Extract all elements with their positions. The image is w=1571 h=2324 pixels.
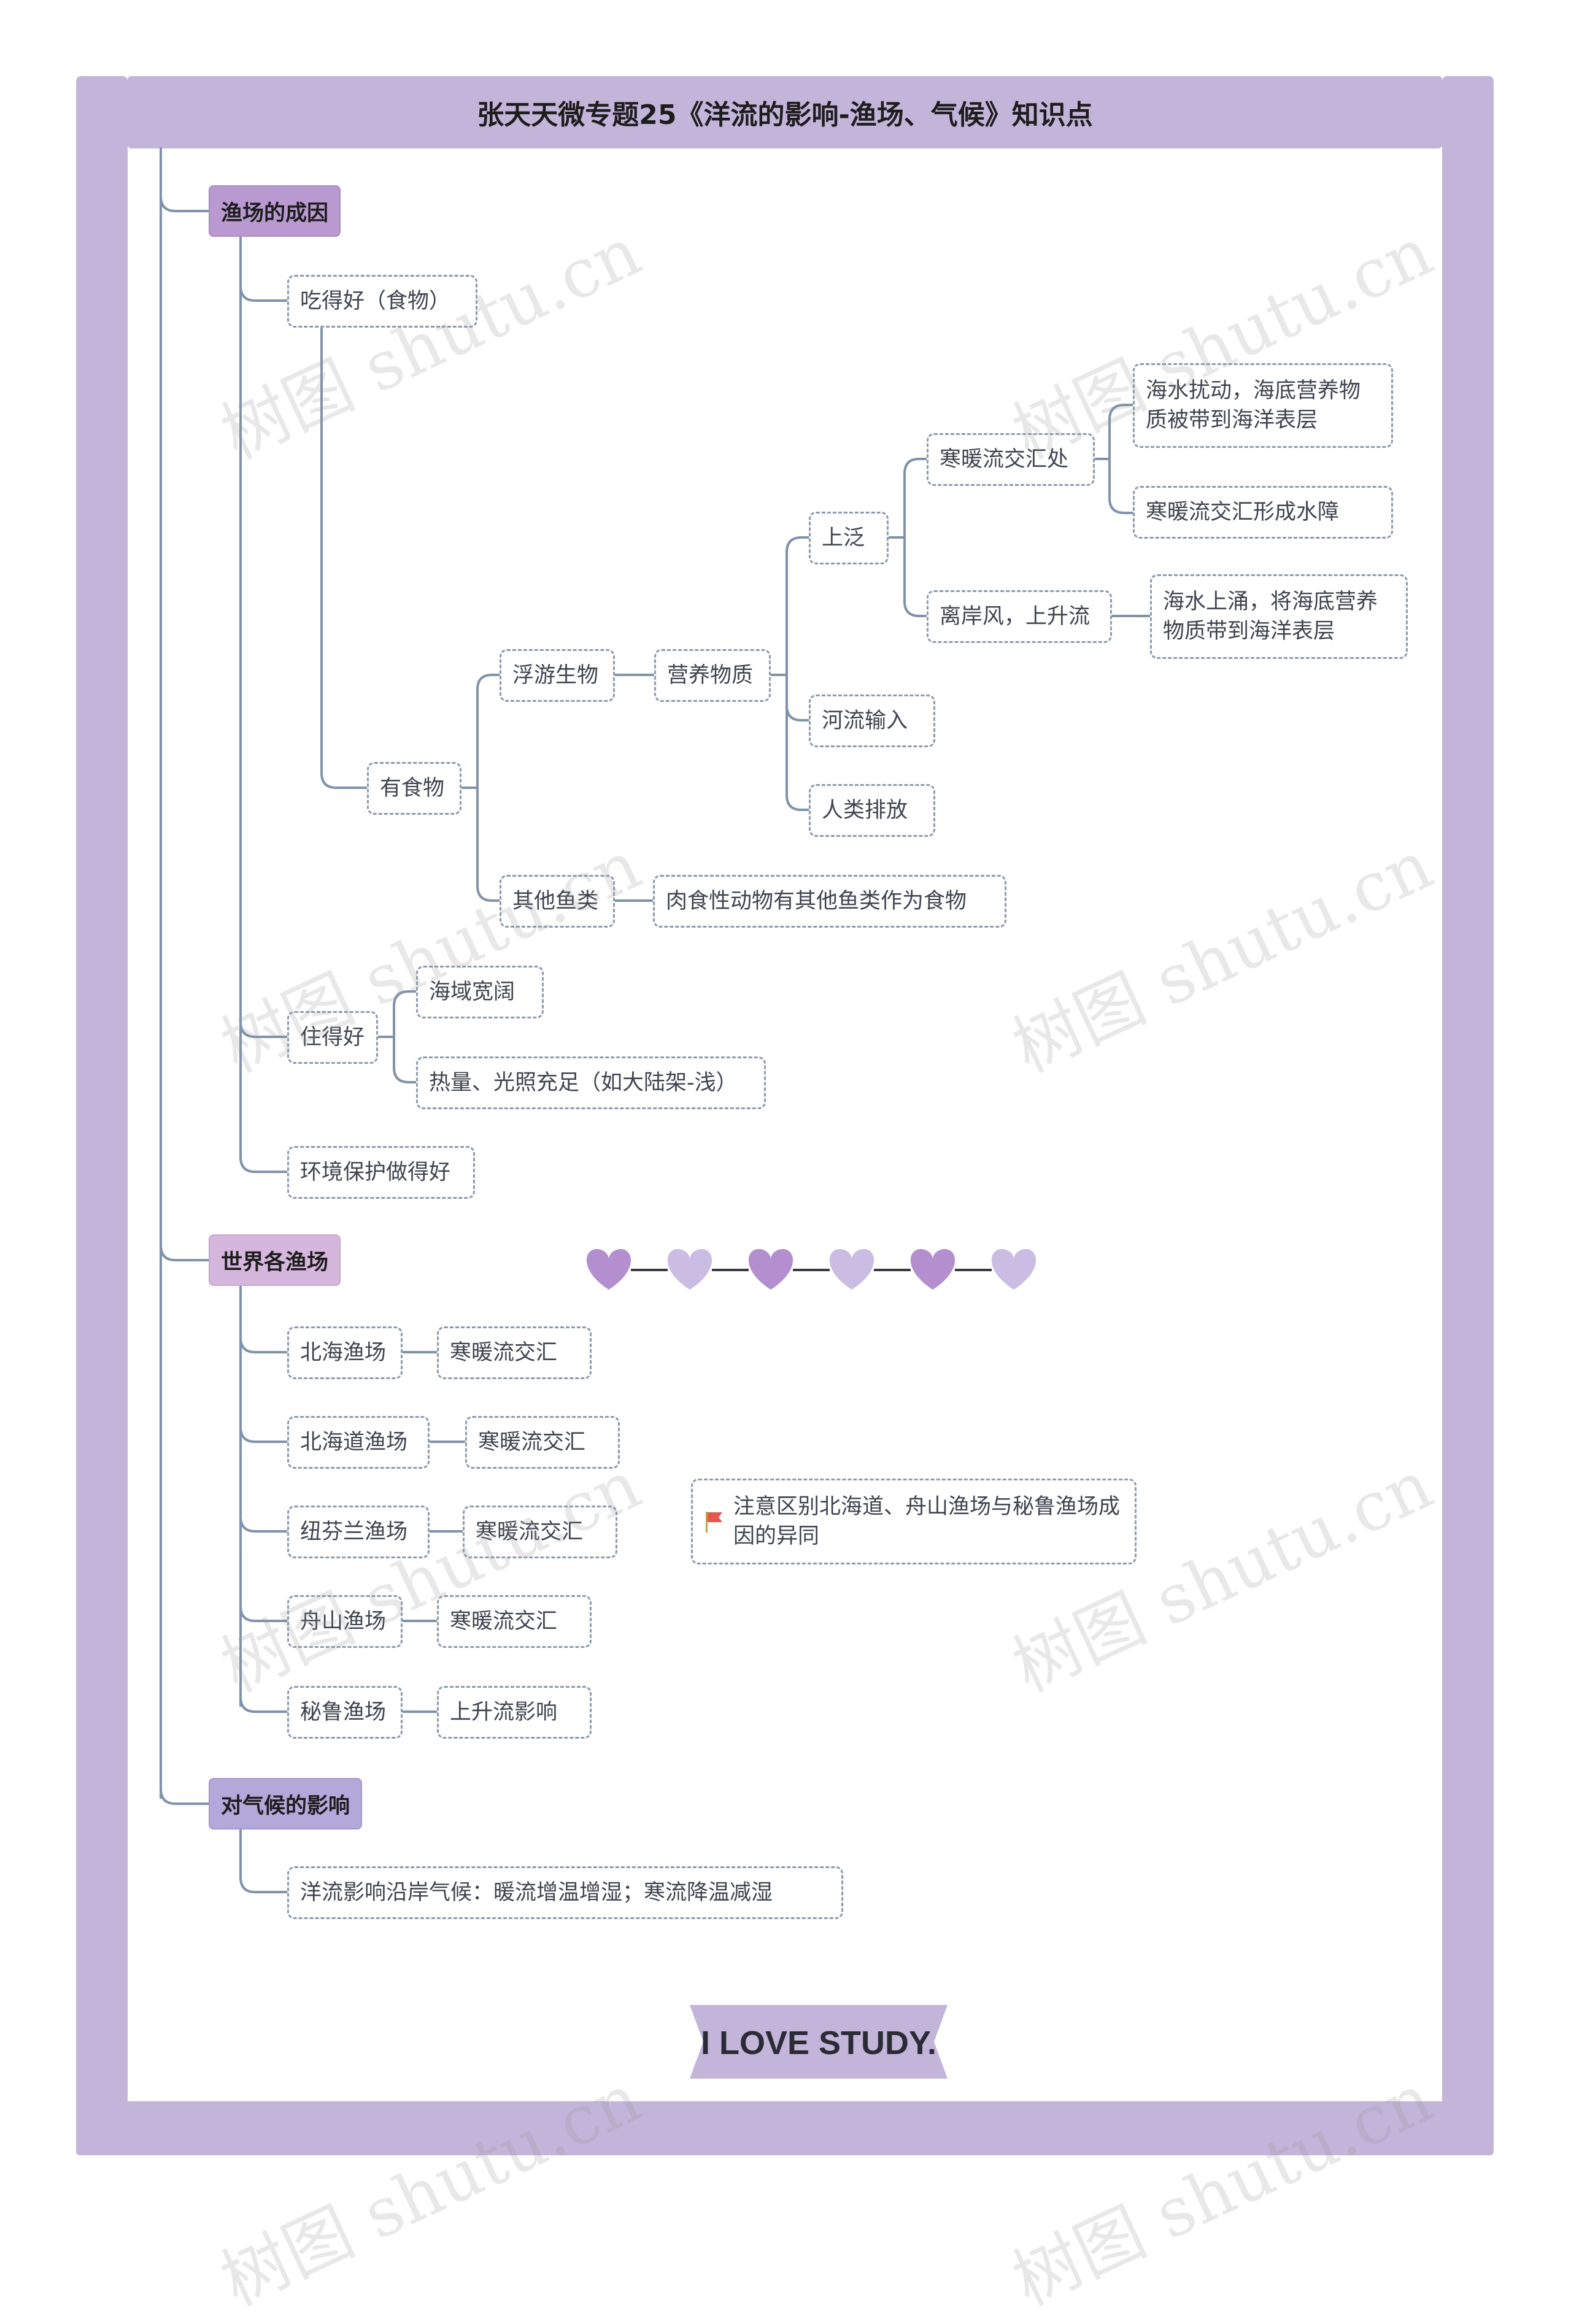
node-live-well[interactable]: 住得好 <box>287 1011 378 1064</box>
category-climate-impact[interactable]: 对气候的影响 <box>209 1778 363 1830</box>
hearts-decoration <box>586 1249 1036 1290</box>
flag-icon <box>706 1512 722 1533</box>
heart-icon <box>667 1249 712 1290</box>
node-other-fish[interactable]: 其他鱼类 <box>500 875 615 928</box>
node-zhoushan-cause[interactable]: 寒暖流交汇 <box>437 1595 592 1648</box>
node-north-sea-cause[interactable]: 寒暖流交汇 <box>437 1326 592 1379</box>
node-has-food[interactable]: 有食物 <box>367 762 461 815</box>
banner-text: I LOVE STUDY. <box>701 2025 936 2061</box>
node-eat-well[interactable]: 吃得好（食物） <box>287 275 477 328</box>
node-human-discharge[interactable]: 人类排放 <box>809 784 935 837</box>
heart-icon <box>991 1249 1036 1290</box>
node-newfoundland[interactable]: 纽芬兰渔场 <box>287 1506 430 1558</box>
node-nutrients[interactable]: 营养物质 <box>654 649 771 702</box>
love-study-banner: I LOVE STUDY. <box>690 2005 948 2079</box>
node-stir-note[interactable]: 海水扰动，海底营养物质被带到海洋表层 <box>1133 363 1393 448</box>
node-upwelling-note[interactable]: 海水上涌，将海底营养物质带到海洋表层 <box>1150 574 1408 659</box>
category-label: 世界各渔场 <box>221 1250 329 1275</box>
node-zhoushan[interactable]: 舟山渔场 <box>287 1595 403 1648</box>
page-title: 张天天微专题25《洋流的影响-渔场、气候》知识点 <box>477 99 1093 131</box>
node-upwelling-flood[interactable]: 上泛 <box>809 512 889 564</box>
connector-lines <box>160 147 1151 1893</box>
heart-icon <box>910 1249 955 1290</box>
node-north-sea[interactable]: 北海渔场 <box>287 1326 403 1379</box>
node-peru-cause[interactable]: 上升流影响 <box>437 1686 592 1739</box>
node-offshore-wind[interactable]: 离岸风，上升流 <box>927 590 1112 643</box>
node-hokkaido[interactable]: 北海道渔场 <box>287 1416 430 1469</box>
heart-icon <box>829 1249 874 1290</box>
category-label: 对气候的影响 <box>221 1793 350 1818</box>
node-newfoundland-cause[interactable]: 寒暖流交汇 <box>463 1506 617 1558</box>
node-river-input[interactable]: 河流输入 <box>809 695 935 747</box>
title-bar <box>128 76 1442 148</box>
node-barrier-note[interactable]: 寒暖流交汇形成水障 <box>1133 486 1393 539</box>
heart-icon <box>748 1249 793 1290</box>
category-world-fisheries[interactable]: 世界各渔场 <box>209 1234 341 1286</box>
node-carnivore-note[interactable]: 肉食性动物有其他鱼类作为食物 <box>653 875 1006 928</box>
node-attention-note[interactable]: 注意区别北海道、舟山渔场与秘鲁渔场成因的异同 <box>691 1479 1137 1564</box>
heart-icon <box>586 1249 631 1290</box>
node-heat-light[interactable]: 热量、光照充足（如大陆架-浅） <box>416 1056 766 1109</box>
node-peru[interactable]: 秘鲁渔场 <box>287 1686 403 1739</box>
node-climate-note[interactable]: 洋流影响沿岸气候：暖流增温增湿；寒流降温减湿 <box>287 1866 843 1919</box>
frame-left-bar <box>76 76 128 2155</box>
frame-right-bar <box>1442 76 1494 2155</box>
node-wide-sea[interactable]: 海域宽阔 <box>416 966 544 1018</box>
frame-bottom-bar <box>76 2101 1494 2155</box>
category-fishery-causes[interactable]: 渔场的成因 <box>209 185 341 237</box>
node-hokkaido-cause[interactable]: 寒暖流交汇 <box>465 1416 620 1469</box>
node-environment[interactable]: 环境保护做得好 <box>287 1146 475 1199</box>
category-label: 渔场的成因 <box>221 201 329 226</box>
node-warm-cold-meet[interactable]: 寒暖流交汇处 <box>927 433 1095 486</box>
node-plankton[interactable]: 浮游生物 <box>500 649 615 702</box>
